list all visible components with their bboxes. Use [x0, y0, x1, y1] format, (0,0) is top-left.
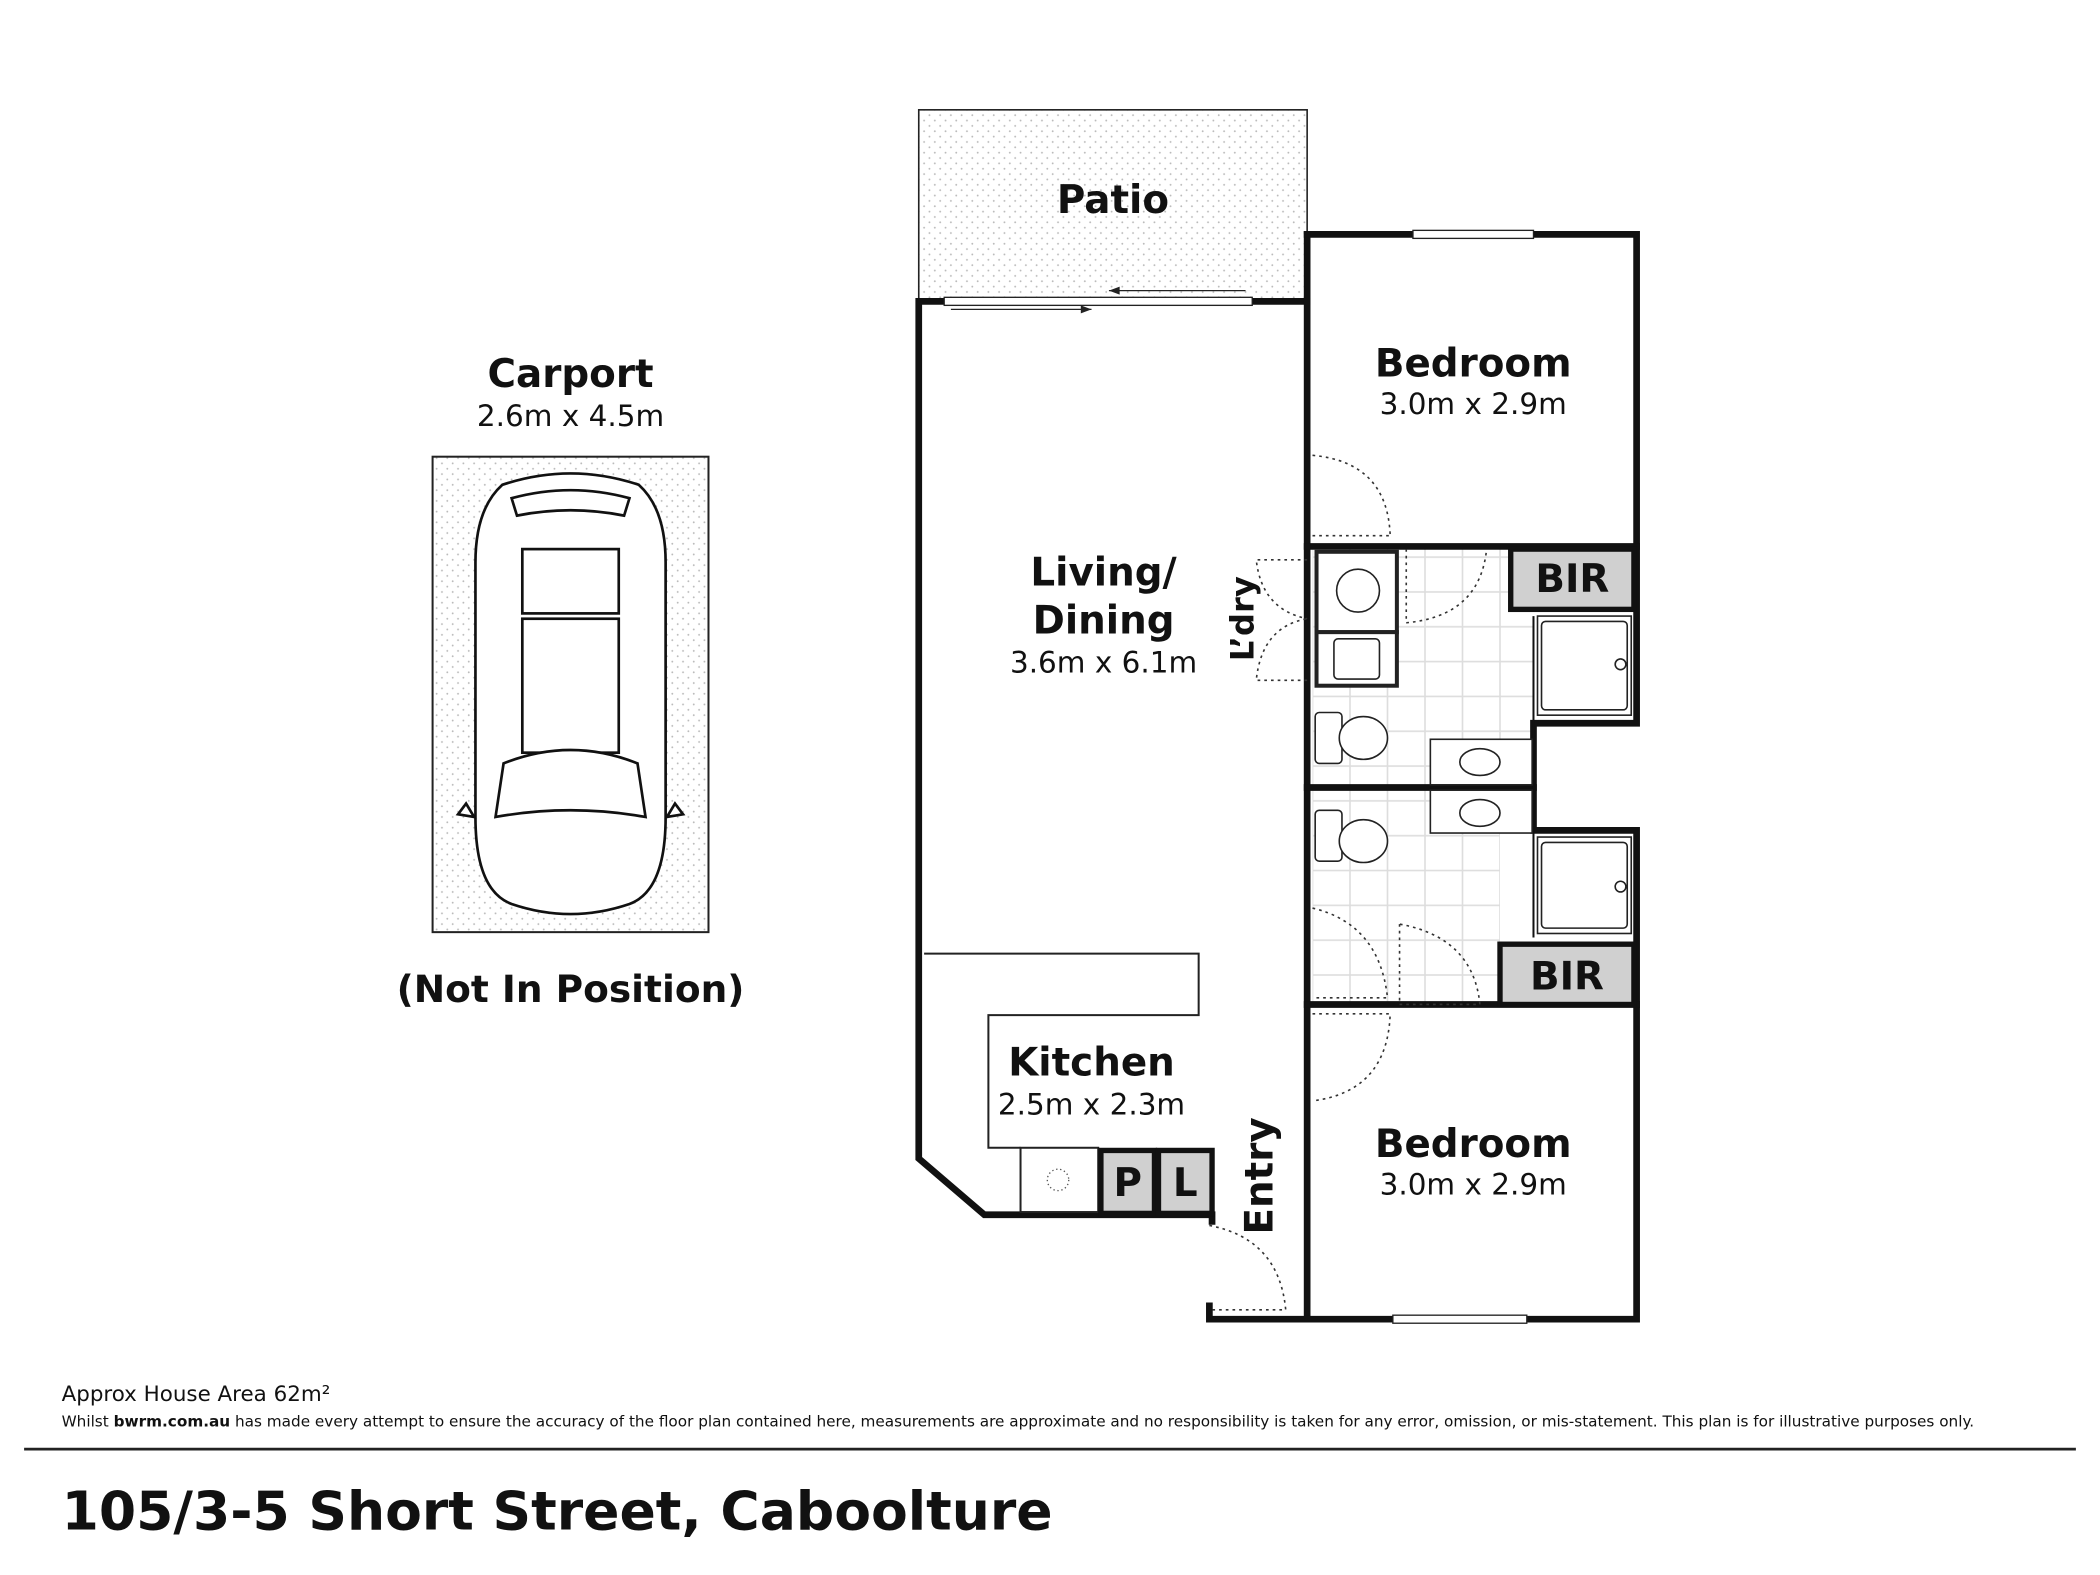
window: [1412, 229, 1535, 240]
car-icon: [455, 472, 686, 916]
disclaimer: Whilst bwrm.com.au has made every attemp…: [62, 1412, 1975, 1430]
bedroom-1-dims: 3.0m x 2.9m: [1380, 387, 1567, 421]
entry-label: Entry: [1237, 1117, 1282, 1234]
address-title: 105/3-5 Short Street, Caboolture: [62, 1479, 1053, 1542]
carport-label: Carport: [488, 352, 654, 397]
house-area: Approx House Area 62m²: [62, 1382, 331, 1407]
bir-2: [1497, 941, 1637, 1008]
bathroom-fixtures: [1314, 549, 1633, 935]
carport: Carport 2.6m x 4.5m (Not In Position): [397, 352, 745, 1011]
pantry: [1098, 1147, 1158, 1217]
kitchen-label: Kitchen: [1008, 1040, 1175, 1085]
living-dims: 3.6m x 6.1m: [1010, 645, 1197, 679]
kitchen-bench: [924, 952, 1200, 1214]
window: [1392, 1314, 1528, 1324]
doors: [1209, 454, 1488, 1311]
linen-label: L: [1173, 1161, 1198, 1206]
living-label-line1: Living/: [1030, 550, 1177, 595]
bir-1-label: BIR: [1535, 557, 1609, 602]
living-label-line2: Dining: [1033, 598, 1175, 643]
linen: [1155, 1147, 1215, 1217]
patio: Patio: [917, 109, 1308, 314]
bir-2-label: BIR: [1530, 955, 1604, 1000]
carport-dims: 2.6m x 4.5m: [477, 399, 664, 433]
pantry-label: P: [1113, 1161, 1141, 1206]
patio-label: Patio: [1057, 178, 1169, 223]
cooktop: [1019, 1146, 1100, 1214]
bedroom-1-label: Bedroom: [1375, 341, 1572, 386]
carport-note: (Not In Position): [397, 967, 745, 1011]
bedroom-2-label: Bedroom: [1375, 1122, 1572, 1167]
laundry-label: L’dry: [1224, 576, 1262, 661]
bir-1: [1508, 546, 1637, 613]
bedroom-2-dims: 3.0m x 2.9m: [1380, 1168, 1567, 1202]
kitchen-dims: 2.5m x 2.3m: [998, 1087, 1185, 1121]
sliding-door: [943, 296, 1253, 307]
